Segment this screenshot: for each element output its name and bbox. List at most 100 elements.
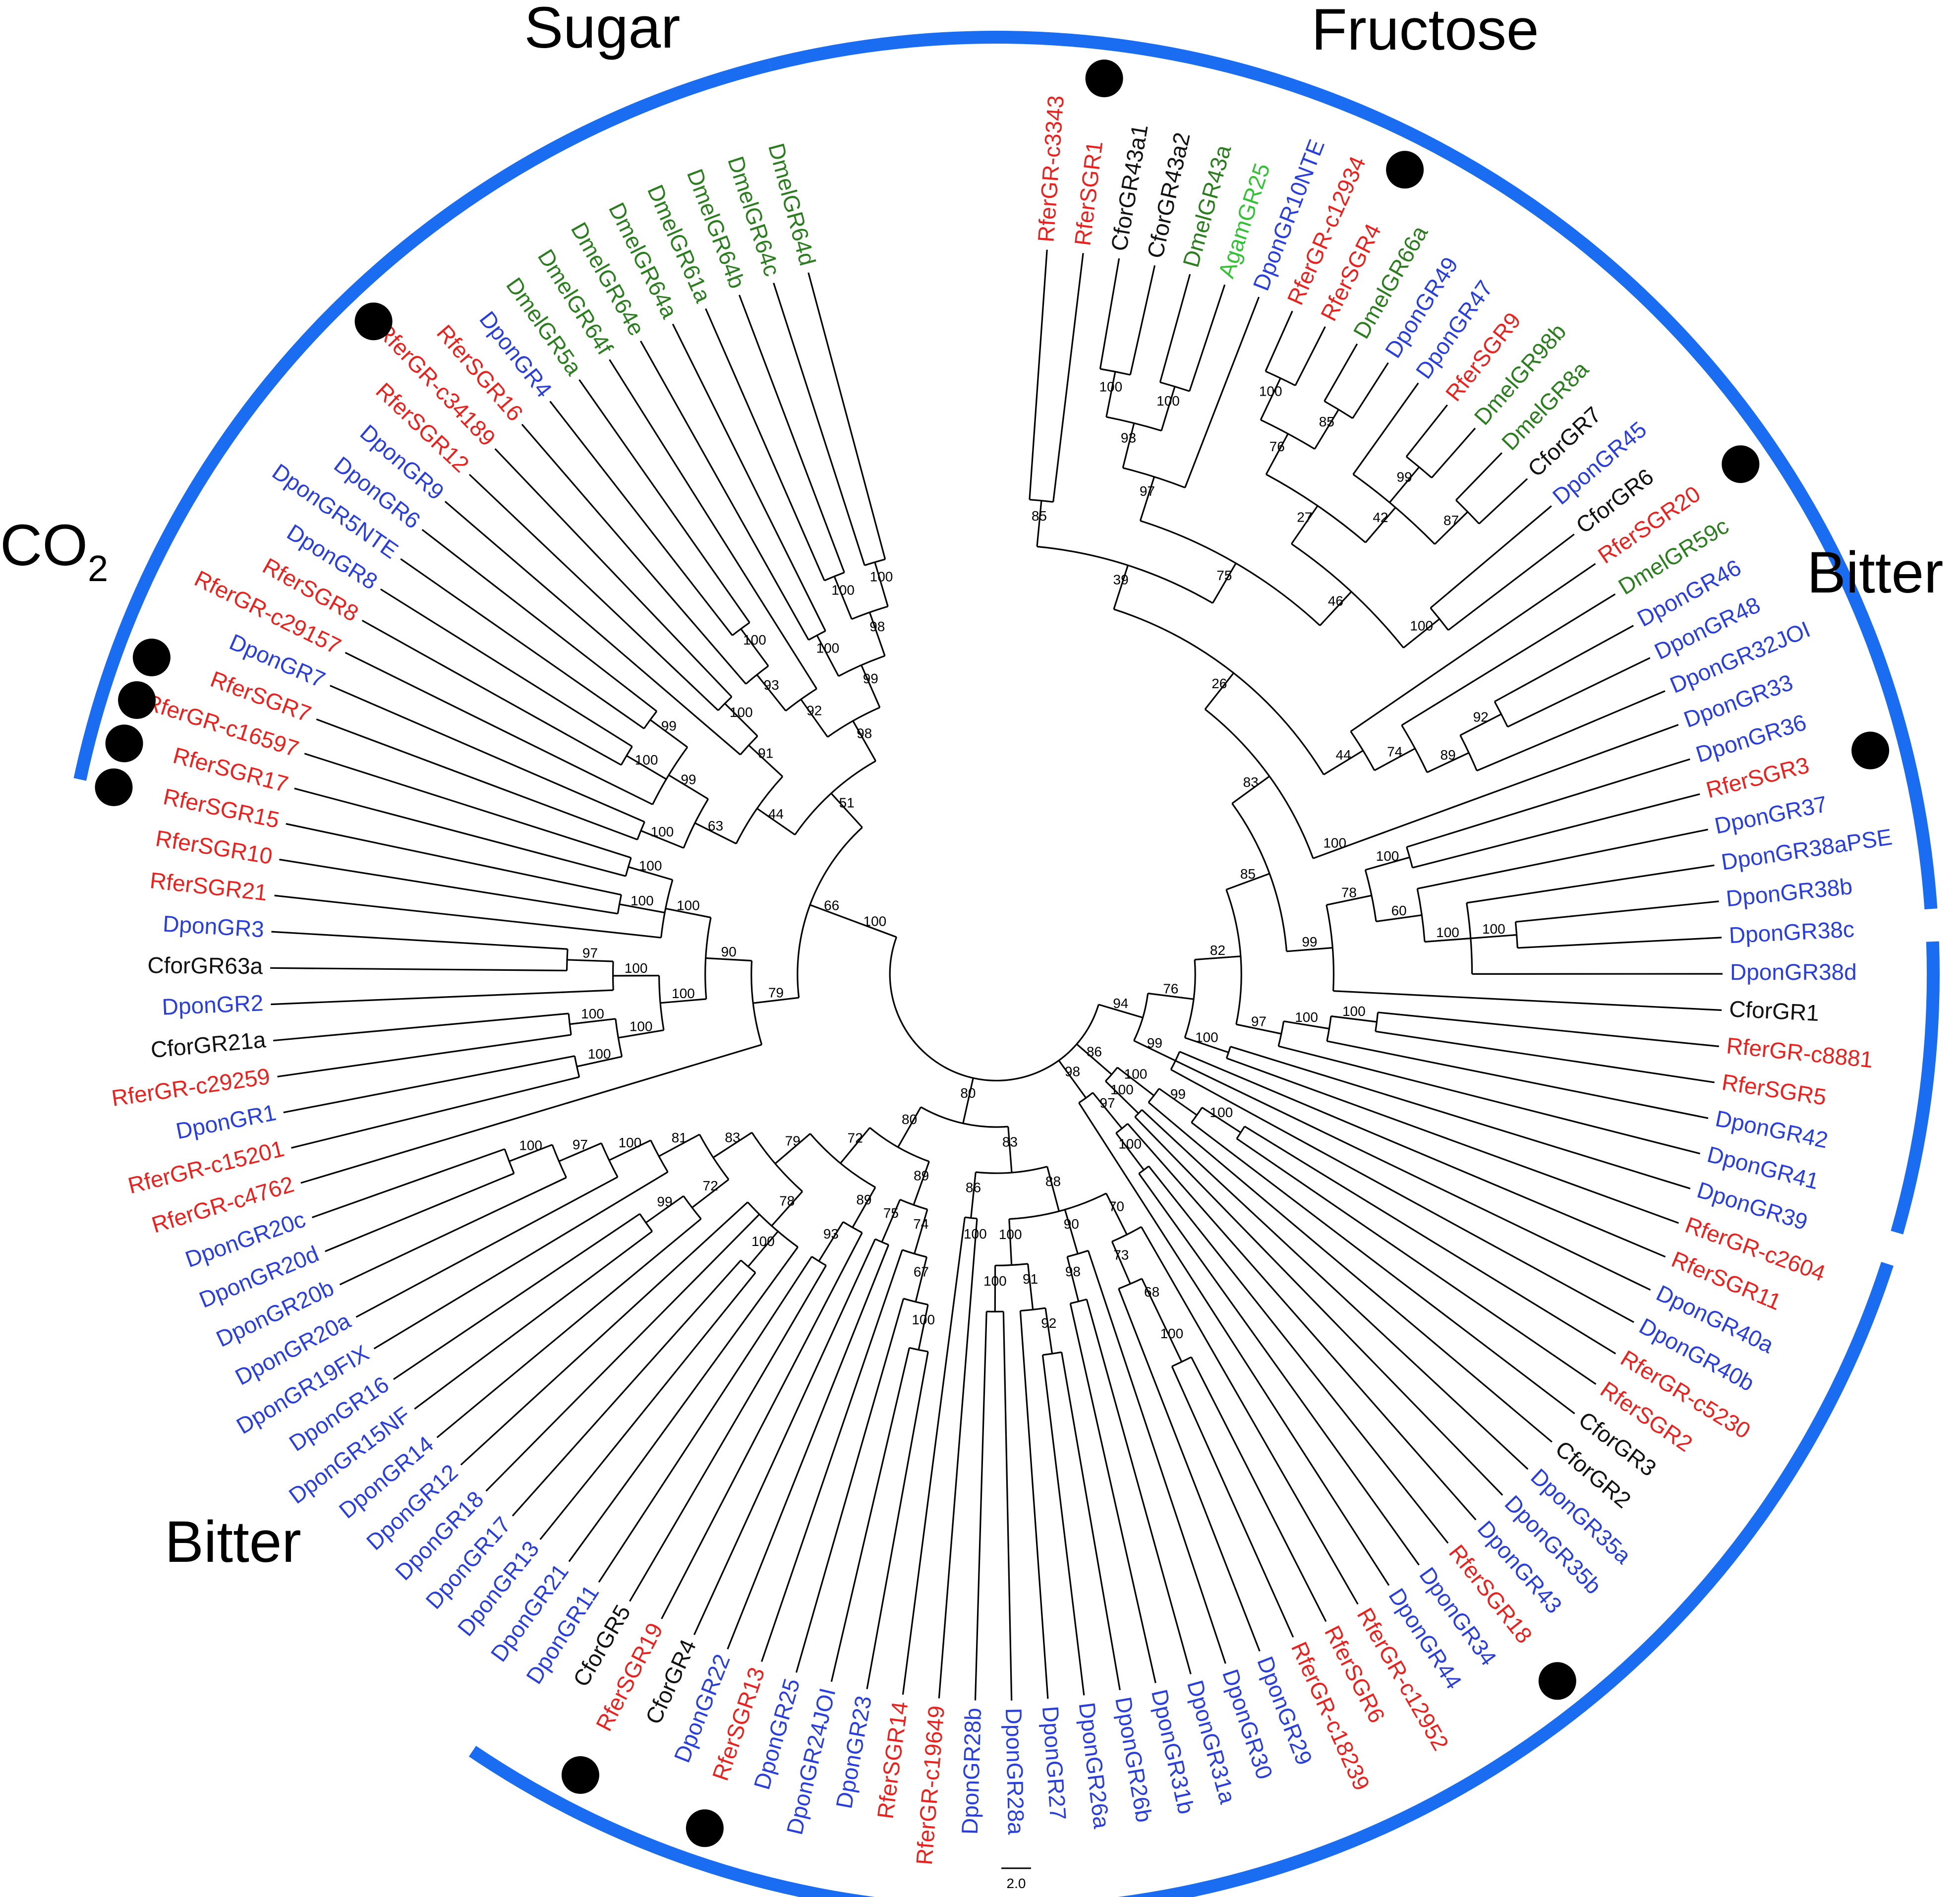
marker-dot-4: [105, 724, 143, 763]
branch-338: [773, 283, 865, 566]
bootstrap-102: 98: [857, 725, 872, 741]
bootstrap-5: 26: [1211, 676, 1227, 691]
clade-arc-145: [920, 1106, 1008, 1128]
bootstrap-66: 75: [883, 1205, 899, 1221]
clade-arc-333: [824, 572, 845, 582]
bootstrap-87: 100: [581, 1006, 604, 1021]
branch-89: [1417, 829, 1708, 889]
bootstrap-22: 44: [1336, 747, 1351, 763]
branch-209: [818, 1221, 844, 1262]
bootstrap-93: 51: [839, 795, 855, 810]
branch-107: [1326, 1040, 1709, 1119]
bootstrap-26: 100: [1323, 835, 1346, 850]
tip-label-dpongr1: DponGR1: [173, 1099, 278, 1144]
clade-arc-125: [1236, 1126, 1246, 1139]
branch-245: [312, 1148, 505, 1219]
branch-279: [286, 823, 622, 896]
clade-arc-8: [1231, 803, 1288, 951]
marker-dot-5: [95, 768, 133, 806]
branch-242: [509, 1144, 553, 1162]
bootstrap-65: 100: [912, 1312, 935, 1327]
branch-134: [1058, 1060, 1087, 1099]
clade-arc-331: [851, 605, 888, 620]
bootstrap-36: 100: [1195, 1030, 1218, 1045]
branch-224: [712, 1131, 752, 1158]
bootstrap-9: 97: [1140, 483, 1155, 499]
clade-arc-207: [843, 1221, 863, 1234]
branch-142: [1138, 1173, 1420, 1566]
bootstrap-45: 100: [1118, 1136, 1142, 1151]
branch-86: [1412, 793, 1700, 869]
branch-180: [974, 1311, 987, 1701]
clade-arc-230: [639, 1213, 653, 1232]
clade-arc-73: [1494, 701, 1508, 727]
bootstrap-100: 91: [758, 746, 773, 761]
tip-label-dpongr3: DponGR3: [162, 910, 265, 942]
branch-133: [1134, 1116, 1503, 1496]
branch-20: [1212, 563, 1237, 604]
bootstrap-81: 66: [824, 897, 839, 913]
tip-label-cforgr1: CforGR1: [1729, 996, 1820, 1026]
group-label-fructose: Fructose: [1311, 0, 1539, 62]
branch-146: [1007, 1126, 1013, 1173]
branch-223: [460, 1201, 749, 1466]
branch-99: [1236, 1023, 1282, 1035]
clade-arc-23: [1122, 467, 1186, 488]
branch-128: [1191, 1122, 1575, 1415]
tip-label-dpongr38c: DponGR38c: [1729, 916, 1855, 948]
branch-152: [1141, 1226, 1359, 1605]
bootstrap-105: 100: [743, 632, 766, 648]
bootstrap-91: 100: [631, 893, 654, 908]
bootstrap-25: 92: [1473, 710, 1489, 725]
branch-138: [1127, 1123, 1477, 1521]
branch-233: [658, 1133, 700, 1157]
bootstrap-19: 99: [1397, 470, 1412, 485]
bootstrap-96: 100: [651, 824, 674, 839]
bootstrap-4: 83: [1243, 774, 1259, 790]
clade-arc-327: [808, 630, 826, 641]
branch-175: [1041, 1355, 1085, 1696]
branch-164: [1066, 1256, 1080, 1302]
branch-112: [1226, 1057, 1679, 1224]
branch-220: [539, 1272, 756, 1540]
branch-72: [1460, 713, 1502, 736]
bootstrap-84: 100: [672, 986, 695, 1001]
branch-129: [1148, 1102, 1553, 1443]
bootstrap-68: 89: [856, 1192, 871, 1207]
clade-arc-193: [903, 1298, 928, 1305]
clade-arc-313: [827, 707, 880, 738]
branch-126: [1244, 1126, 1616, 1355]
bootstrap-14: 27: [1297, 510, 1312, 525]
branch-156: [1161, 1320, 1183, 1363]
branch-103: [1330, 1015, 1377, 1023]
branch-276: [619, 903, 665, 914]
bootstrap-28: 78: [1341, 885, 1357, 900]
branch-332: [833, 576, 853, 620]
branch-45: [1314, 409, 1339, 450]
tip-label-dpongr2: DponGR2: [162, 990, 264, 1019]
branch-172: [1044, 1307, 1053, 1354]
group-label-bitter-right: Bitter: [1807, 540, 1943, 605]
branch-211: [629, 1265, 827, 1602]
tip-label-rfergr-c3343: RferGR-c3343: [1033, 95, 1069, 243]
marker-dot-1: [354, 302, 393, 341]
clade-arc-65: [1350, 731, 1376, 771]
branch-184: [938, 1264, 975, 1699]
branch-314: [800, 699, 828, 738]
bootstrap-20: 87: [1443, 513, 1459, 528]
branch-124: [1202, 1107, 1241, 1133]
branch-268: [271, 989, 614, 1006]
branch-294: [668, 774, 709, 800]
branch-318: [521, 423, 747, 685]
marker-dot-10: [686, 1809, 724, 1847]
branch-108: [1278, 1045, 1700, 1155]
clade-arc-135: [1078, 1092, 1094, 1104]
clade-arc-274: [660, 880, 674, 938]
clade-arc-325: [838, 655, 885, 677]
bootstrap-48: 88: [1045, 1174, 1061, 1189]
bootstrap-63: 74: [913, 1216, 928, 1232]
clade-arc-287: [735, 776, 783, 844]
branch-78: [1356, 724, 1679, 843]
branch-297: [626, 755, 667, 780]
bootstrap-7: 85: [1032, 508, 1047, 524]
